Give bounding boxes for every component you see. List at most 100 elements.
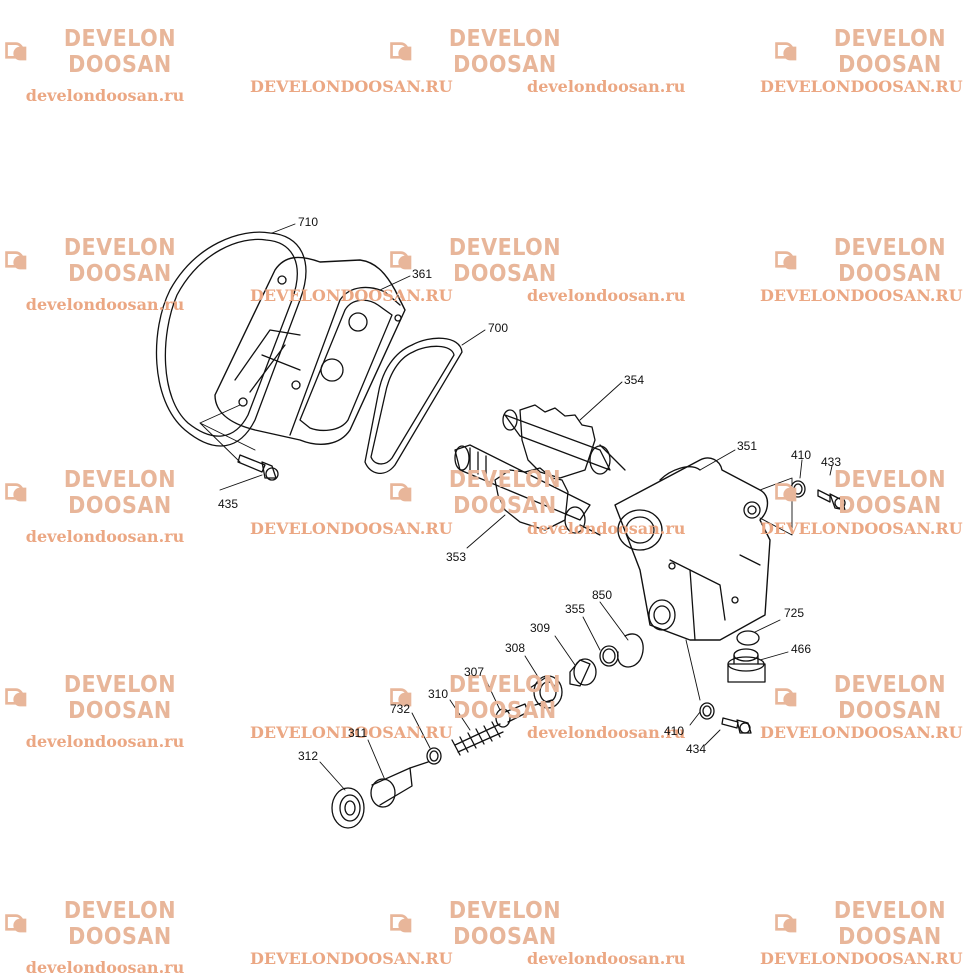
pump-body-351 bbox=[614, 457, 771, 641]
watermark-brand: DEVELON DOOSAN bbox=[833, 467, 947, 519]
watermark-site: DEVELONDOOSAN.RU bbox=[250, 949, 453, 968]
poppet-308 bbox=[529, 675, 563, 709]
callout-850: 850 bbox=[592, 588, 613, 602]
watermark-site: DEVELONDOOSAN.RU bbox=[250, 519, 453, 538]
watermark-site: develondoosan.ru bbox=[25, 295, 185, 314]
develon-logo-icon bbox=[390, 914, 412, 933]
watermark-site: DEVELONDOOSAN.RU bbox=[250, 77, 453, 96]
watermark-site: DEVELONDOOSAN.RU bbox=[250, 286, 453, 305]
develon-logo-icon bbox=[5, 42, 27, 61]
plug-466 bbox=[727, 648, 766, 683]
develon-logo-icon bbox=[5, 251, 27, 270]
callout-410: 410 bbox=[791, 448, 812, 462]
develon-logo-icon bbox=[390, 483, 412, 502]
watermark-site: develondoosan.ru bbox=[527, 286, 686, 305]
watermark-brand: DEVELON DOOSAN bbox=[833, 26, 947, 78]
callout-700: 700 bbox=[488, 321, 509, 335]
gasket-710 bbox=[155, 231, 307, 447]
cover-361 bbox=[214, 256, 406, 446]
develon-logo-icon bbox=[5, 483, 27, 502]
ring-355 bbox=[599, 645, 619, 667]
develon-logo-icon bbox=[775, 251, 797, 270]
watermark-brand: DEVELON DOOSAN bbox=[448, 26, 562, 78]
watermark-brand: DEVELON DOOSAN bbox=[63, 672, 177, 724]
watermark-site: develondoosan.ru bbox=[527, 723, 686, 742]
watermark: DEVELON DOOSAN bbox=[775, 898, 975, 950]
callout-361: 361 bbox=[412, 267, 433, 281]
watermark: DEVELON DOOSAN bbox=[390, 26, 590, 78]
callout-434: 434 bbox=[686, 742, 707, 756]
develon-logo-icon bbox=[390, 688, 412, 707]
spring-310 bbox=[451, 721, 504, 756]
watermark-brand: DEVELON DOOSAN bbox=[448, 898, 562, 950]
callout-308: 308 bbox=[505, 641, 526, 655]
callout-725: 725 bbox=[784, 606, 805, 620]
develon-logo-icon bbox=[390, 42, 412, 61]
develon-logo-icon bbox=[390, 251, 412, 270]
watermark: DEVELON DOOSAN bbox=[775, 26, 975, 78]
watermark-brand: DEVELON DOOSAN bbox=[833, 898, 947, 950]
bolt-435 bbox=[237, 454, 279, 481]
develon-logo-icon bbox=[5, 688, 27, 707]
callout-710: 710 bbox=[298, 215, 319, 229]
watermark-brand: DEVELON DOOSAN bbox=[448, 235, 562, 287]
watermark: DEVELON DOOSAN bbox=[390, 467, 590, 519]
callout-312: 312 bbox=[298, 749, 319, 763]
watermark-brand: DEVELON DOOSAN bbox=[63, 235, 177, 287]
watermark-site: develondoosan.ru bbox=[25, 86, 185, 105]
callout-435: 435 bbox=[218, 497, 239, 511]
develon-logo-icon bbox=[775, 42, 797, 61]
bolt-433 bbox=[817, 489, 846, 511]
callout-311: 311 bbox=[348, 726, 368, 740]
watermark: DEVELON DOOSAN develondoosan.ru bbox=[5, 467, 205, 546]
watermark-site: DEVELONDOOSAN.RU bbox=[760, 723, 963, 742]
watermark: DEVELON DOOSAN develondoosan.ru bbox=[5, 898, 205, 977]
watermark: DEVELON DOOSAN bbox=[390, 672, 590, 724]
watermark-site: DEVELONDOOSAN.RU bbox=[760, 77, 963, 96]
callout-307: 307 bbox=[464, 665, 485, 679]
watermark: DEVELON DOOSAN bbox=[390, 898, 590, 950]
watermark: DEVELON DOOSAN bbox=[775, 672, 975, 724]
gear-shaft-353 bbox=[454, 444, 601, 536]
develon-logo-icon bbox=[775, 688, 797, 707]
watermark-brand: DEVELON DOOSAN bbox=[63, 898, 177, 950]
gasket-700 bbox=[364, 337, 463, 474]
callout-353: 353 bbox=[446, 550, 467, 564]
watermark-site: DEVELONDOOSAN.RU bbox=[760, 519, 963, 538]
gear-354 bbox=[502, 404, 626, 479]
watermark-brand: DEVELON DOOSAN bbox=[448, 467, 562, 519]
ring-850 bbox=[617, 633, 644, 668]
plug-311 bbox=[370, 761, 429, 808]
watermark: DEVELON DOOSAN develondoosan.ru bbox=[5, 672, 205, 751]
watermark: DEVELON DOOSAN bbox=[775, 235, 975, 287]
watermark-site: DEVELONDOOSAN.RU bbox=[760, 286, 963, 305]
watermark-site: develondoosan.ru bbox=[25, 958, 185, 977]
develon-logo-icon bbox=[5, 914, 27, 933]
watermark-brand: DEVELON DOOSAN bbox=[833, 235, 947, 287]
callout-355: 355 bbox=[565, 602, 586, 616]
watermark-brand: DEVELON DOOSAN bbox=[448, 672, 562, 724]
bush-309 bbox=[569, 658, 597, 687]
watermark-site: develondoosan.ru bbox=[527, 949, 686, 968]
watermark-brand: DEVELON DOOSAN bbox=[833, 672, 947, 724]
nut-312 bbox=[331, 787, 365, 829]
watermark: DEVELON DOOSAN develondoosan.ru bbox=[5, 235, 205, 314]
develon-logo-icon bbox=[775, 483, 797, 502]
bolt-434 bbox=[721, 717, 752, 734]
watermark-brand: DEVELON DOOSAN bbox=[63, 467, 177, 519]
callout-466: 466 bbox=[791, 642, 812, 656]
watermark-brand: DEVELON DOOSAN bbox=[63, 26, 177, 78]
watermark-site: develondoosan.ru bbox=[25, 732, 185, 751]
watermark: DEVELON DOOSAN bbox=[775, 467, 975, 519]
callout-351: 351 bbox=[737, 439, 758, 453]
callout-310: 310 bbox=[428, 687, 449, 701]
callout-410: 410 bbox=[664, 724, 685, 738]
watermark-site: DEVELONDOOSAN.RU bbox=[760, 949, 963, 968]
callout-309: 309 bbox=[530, 621, 551, 635]
callout-732: 732 bbox=[390, 702, 411, 716]
watermark: DEVELON DOOSAN develondoosan.ru bbox=[5, 26, 205, 105]
watermark-site: develondoosan.ru bbox=[527, 519, 686, 538]
oring-410-lower bbox=[699, 702, 715, 720]
watermark: DEVELON DOOSAN bbox=[390, 235, 590, 287]
